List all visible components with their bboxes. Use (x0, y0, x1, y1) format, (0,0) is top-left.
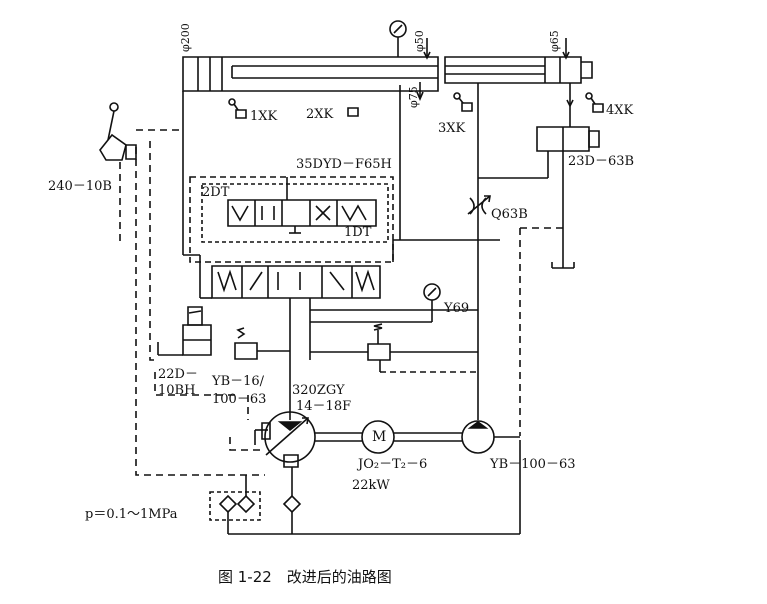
gauge-label-y69: Y69 (444, 301, 470, 316)
electric-motor-icon (362, 421, 394, 453)
limit-switch-1xk-icon (229, 99, 246, 118)
pressure-range-label: p＝0.1～1MPa (85, 507, 178, 522)
main-spool-valve-icon (212, 266, 380, 298)
dimension-label-200: φ200 (179, 23, 192, 52)
switch-label-3xk: 3XK (438, 121, 466, 136)
pump-label-320zgy-line2: 14－18F (296, 399, 352, 414)
valve-label-22d-line2: 10BH (158, 383, 196, 398)
pilot-lines (120, 130, 563, 475)
pump-label-320zgy-line1: 320ZGY (292, 383, 345, 398)
variable-pump-320zgy (255, 412, 315, 467)
solenoid-valve-22d (158, 307, 211, 355)
solenoid-label-1dt: 1DT (344, 225, 372, 240)
switch-label-1xk: 1XK (250, 109, 278, 124)
valve-label-22d-line1: 22D－ (158, 367, 198, 382)
motor-label-line1: JO₂－T₂－6 (358, 457, 428, 472)
limit-switch-4xk-icon (586, 93, 603, 112)
solenoid-label-2dt: 2DT (202, 185, 230, 200)
solenoid-valve-23d (478, 105, 599, 268)
relief-label-yb16-line2: 100－63 (212, 392, 267, 407)
throttle-label-q63b: Q63B (491, 207, 528, 222)
main-valve-group-35dyd (190, 177, 393, 262)
valve-label-35dyd: 35DYD－F65H (296, 157, 392, 172)
figure-caption: 图 1-22 改进后的油路图 (218, 568, 392, 586)
valve-label-23d: 23D－63B (568, 154, 635, 169)
switch-label-2xk: 2XK (306, 107, 334, 122)
gear-pump-yb100 (462, 421, 520, 453)
dimension-label-75: φ75 (407, 86, 420, 108)
dimension-label-65: φ65 (548, 30, 561, 52)
relief-label-yb16-line1: YB－16/ (212, 374, 265, 389)
main-cylinder (183, 57, 438, 91)
filter-group (210, 440, 520, 534)
pressure-gauge-top-icon (390, 21, 406, 57)
motor-symbol: M (372, 429, 387, 445)
dimension-label-50: φ50 (413, 30, 426, 52)
pump-label-yb100: YB－100－63 (490, 457, 576, 472)
throttle-valve-q63b-icon (468, 196, 490, 214)
motor-label-line2: 22kW (352, 478, 390, 493)
servo-label: 240－10B (48, 179, 112, 194)
relief-valve-icon (310, 324, 478, 372)
servo-cylinder-240-10b (100, 103, 136, 160)
secondary-cylinder (445, 57, 592, 83)
limit-switch-3xk-icon (454, 93, 472, 111)
pressure-gauge-y69-icon (424, 284, 440, 300)
relief-valve-yb16 (235, 328, 290, 359)
limit-switch-2xk-icon (348, 108, 358, 116)
pilot-valve-icon (228, 200, 376, 226)
switch-label-4xk: 4XK (606, 103, 634, 118)
